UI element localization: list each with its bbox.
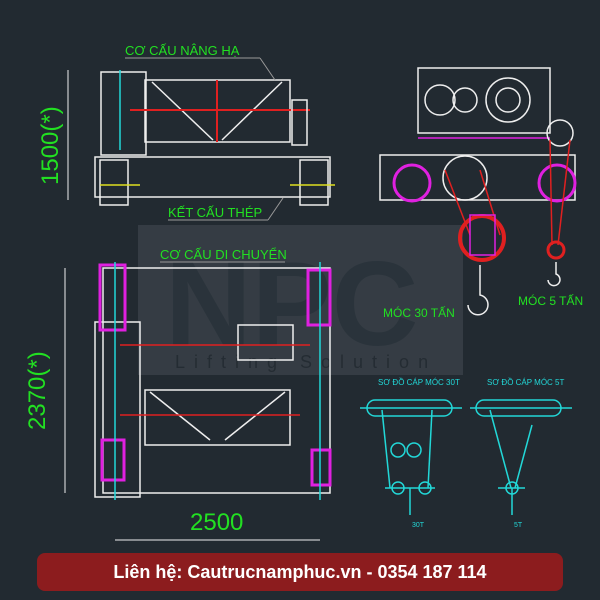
label-hoist-mechanism: CƠ CẤU NÂNG HẠ [125, 43, 240, 58]
rope-diagram-30t-title: SƠ ĐỒ CÁP MÓC 30T [378, 377, 460, 387]
dimension-height-top: 2370(*) [24, 268, 66, 493]
contact-banner: Liên hệ: Cautrucnamphuc.vn - 0354 187 11… [37, 553, 563, 591]
contact-text: Liên hệ: Cautrucnamphuc.vn - 0354 187 11… [113, 561, 487, 582]
svg-text:1500(*): 1500(*) [37, 106, 64, 185]
end-view [379, 67, 577, 316]
rope-diagram-30t-load: 30T [412, 522, 425, 529]
rope-diagram-5t-load: 5T [514, 522, 523, 529]
rope-diagram-5t-title: SƠ ĐỒ CÁP MÓC 5T [487, 377, 565, 387]
svg-text:2500: 2500 [190, 509, 243, 536]
side-view [94, 57, 335, 221]
watermark: NPC Lifting Solution [138, 225, 463, 375]
svg-text:2370(*): 2370(*) [24, 351, 51, 430]
svg-text:NPC: NPC [165, 237, 418, 371]
top-view [94, 261, 332, 500]
label-steel-structure: KẾT CẤU THÉP [168, 205, 262, 220]
dimension-width-top: 2500 [115, 509, 320, 541]
label-hook-30t: MÓC 30 TẤN [383, 305, 455, 320]
label-hook-5t: MÓC 5 TẤN [518, 293, 583, 308]
svg-text:Lifting Solution: Lifting Solution [175, 352, 437, 372]
dimension-height-side: 1500(*) [37, 70, 69, 200]
rope-diagram-30t [360, 399, 462, 515]
rope-diagram-5t [470, 399, 572, 515]
label-travel-mechanism: CƠ CẤU DI CHUYỂN [160, 247, 287, 262]
